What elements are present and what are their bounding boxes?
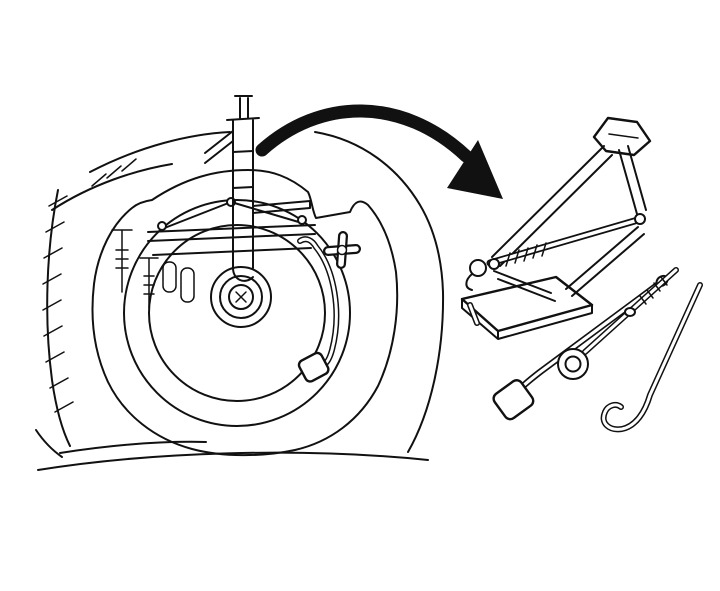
- pivot-left: [488, 258, 500, 270]
- stowed-jack-assembly: [147, 197, 316, 256]
- wrench-foot-pad: [492, 379, 535, 421]
- scissor-jack-illustration: [460, 116, 652, 340]
- lug-wrench-illustration: [492, 274, 669, 421]
- wheel-hub: [210, 266, 272, 328]
- jack-base: [460, 275, 594, 333]
- spare-tire-well-illustration: [35, 95, 445, 471]
- trunk-body-lines: [35, 131, 445, 471]
- t-bolts: [111, 229, 195, 309]
- jack-hold-down-bracket: [204, 95, 260, 282]
- curved-arrow-icon: [255, 104, 503, 199]
- tire-inner-circle: [148, 224, 326, 402]
- tire-outer-circle: [123, 199, 351, 427]
- arrow-head: [447, 140, 503, 199]
- jack-arms: [491, 145, 647, 302]
- pivot-right: [634, 213, 646, 225]
- screw-threads: [505, 242, 547, 267]
- well-opening-outline: [91, 169, 399, 457]
- screw-eye: [469, 259, 487, 277]
- stowed-wrench-foot-pad: [297, 351, 330, 383]
- jack-handle-illustration: [557, 267, 679, 380]
- handle-eye-inner: [564, 355, 582, 373]
- hatch-marks: [42, 158, 137, 413]
- stowed-lug-wrench: [297, 236, 340, 383]
- collar: [624, 307, 636, 317]
- threaded-end: [639, 276, 668, 305]
- handle-eye-outer: [557, 348, 589, 380]
- hook-bar-illustration: [600, 282, 703, 433]
- spare-tire: [123, 199, 351, 427]
- wing-nut: [323, 231, 361, 269]
